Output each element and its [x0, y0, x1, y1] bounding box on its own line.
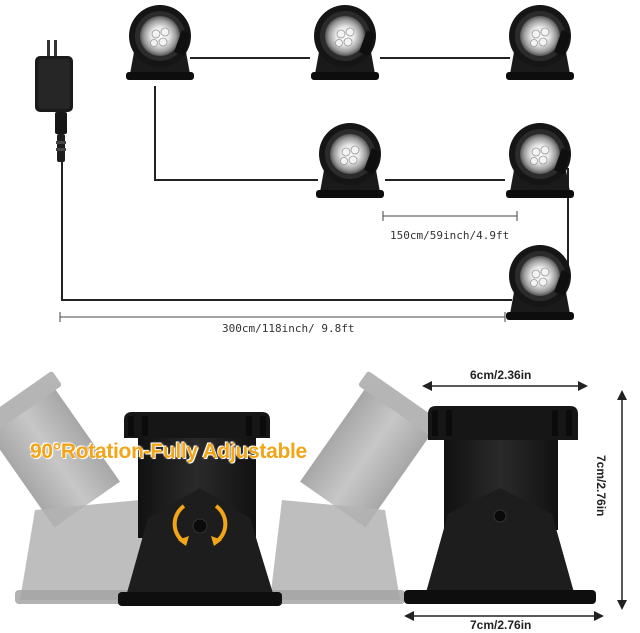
rotation-headline: 90°Rotation-Fully Adjustable [30, 440, 307, 463]
spotlight-1 [125, 4, 195, 81]
spotlight-5 [505, 122, 575, 199]
base-width-label: 7cm/2.76in [470, 618, 532, 632]
top-width-arrow [422, 381, 588, 391]
long-cable-dimension-line [59, 312, 506, 322]
rotation-illustration [0, 371, 446, 606]
power-adapter [35, 40, 73, 162]
spotlight-2 [310, 4, 380, 81]
cable-network [61, 57, 569, 301]
top-width-label: 6cm/2.36in [470, 368, 532, 382]
short-cable-length-label: 150cm/59inch/4.9ft [390, 229, 510, 242]
spotlight-4 [315, 122, 385, 199]
long-cable-length-label: 300cm/118inch/ 9.8ft [222, 322, 355, 335]
short-cable-dimension-line [382, 211, 518, 221]
spotlight-3 [505, 4, 575, 81]
base-width-arrow [404, 611, 604, 621]
height-label: 7cm/2.76in [594, 455, 608, 517]
dimension-illustration [404, 406, 596, 604]
height-arrow [617, 390, 627, 610]
spotlight-6 [505, 244, 575, 321]
